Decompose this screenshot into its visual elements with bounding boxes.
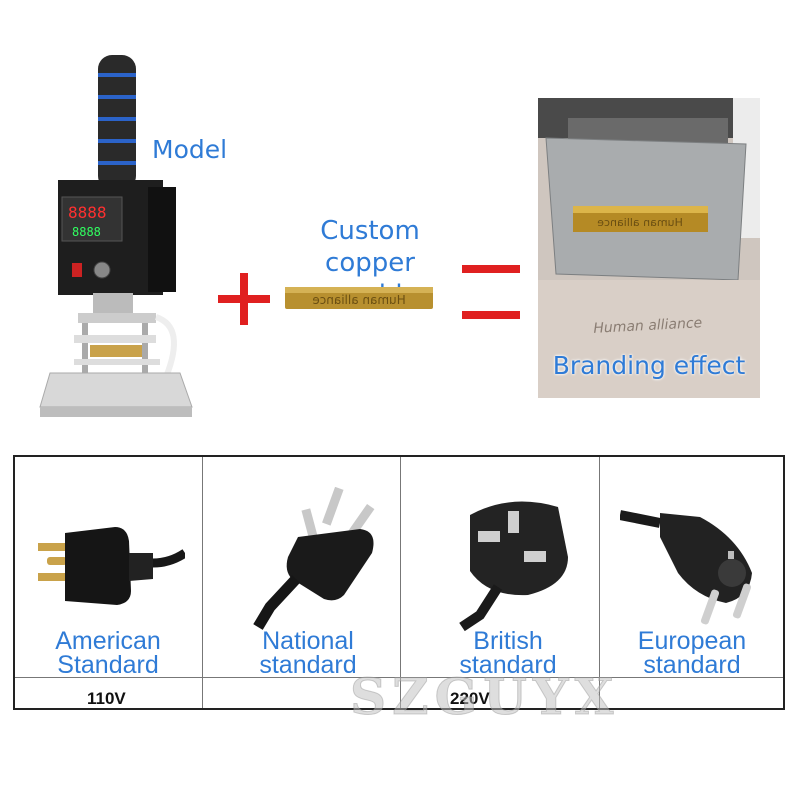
equals-icon — [462, 265, 520, 319]
engraved-text: Human alliance — [593, 315, 703, 337]
eu-plug-icon — [620, 510, 752, 625]
controller-display-bottom: 8888 — [72, 225, 101, 239]
voltage-110v: 110V — [87, 689, 126, 708]
column-divider — [400, 457, 401, 708]
american-standard-label: American Standard — [55, 627, 161, 679]
us-plug-icon — [38, 527, 185, 605]
row-divider — [15, 677, 783, 678]
branding-effect-photo: Human alliance Human alliance — [538, 98, 760, 398]
model-label: Model — [152, 135, 228, 164]
hot-stamping-machine-image: 8888 8888 — [39, 55, 193, 417]
branding-effect-label: Branding effect — [552, 351, 746, 380]
plug-standards-table: American Standard National standard Brit… — [13, 455, 785, 710]
national-standard-label: National standard — [259, 627, 357, 679]
controller-display-top: 8888 — [68, 203, 107, 222]
mold-on-plate-text: Human alliance — [597, 216, 683, 229]
cn-plug-icon — [253, 487, 375, 630]
mold-text: Human alliance — [312, 293, 405, 307]
watermark: SZGUYX — [349, 667, 620, 727]
uk-plug-icon — [459, 501, 568, 632]
copper-mold-image: Human alliance — [285, 287, 433, 309]
column-divider — [202, 457, 203, 708]
european-standard-label: European standard — [637, 627, 747, 679]
british-standard-label: British standard — [459, 627, 557, 679]
plus-icon — [218, 273, 270, 325]
column-divider — [599, 457, 600, 708]
voltage-220v: 220V — [450, 689, 490, 708]
